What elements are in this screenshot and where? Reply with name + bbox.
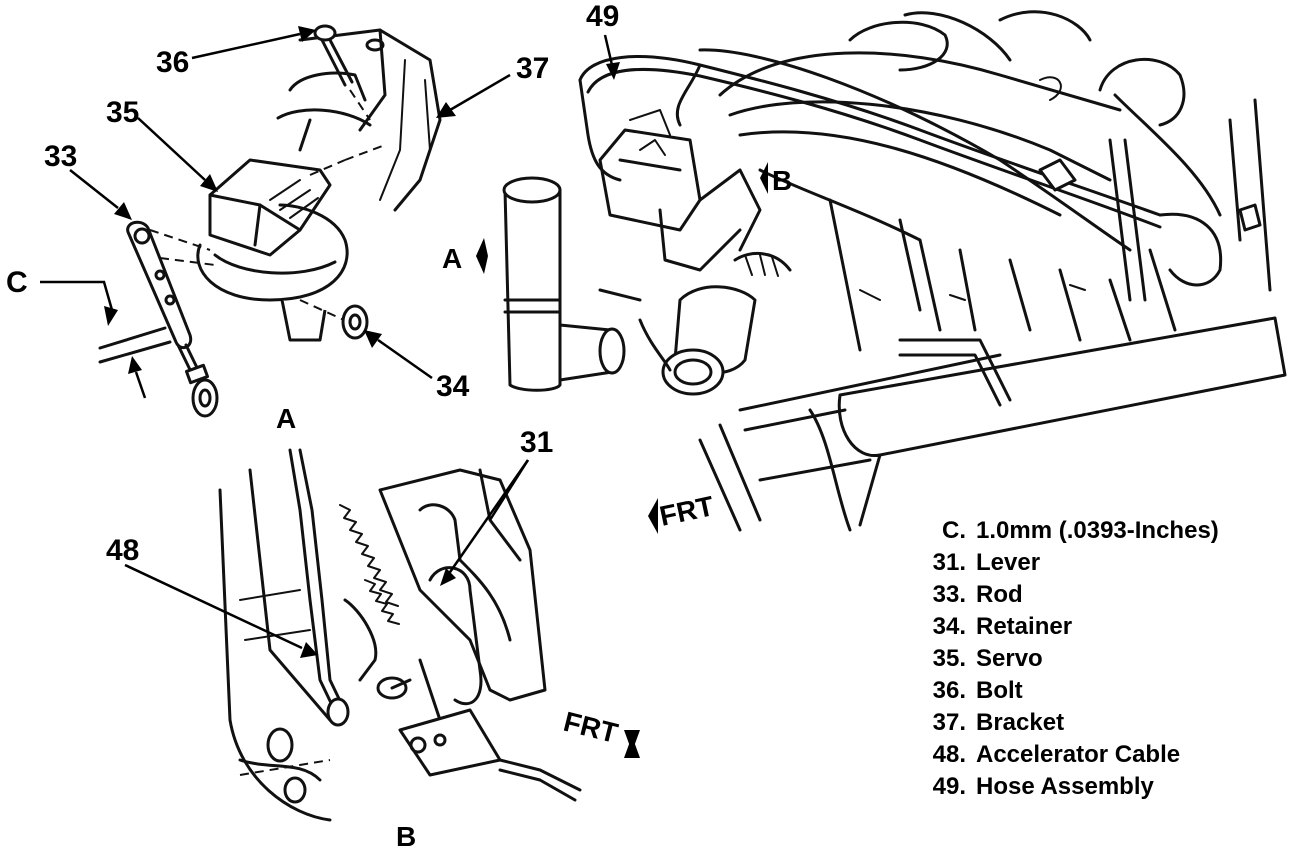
- frt-label-detail: FRT: [561, 706, 621, 749]
- callout-33: 33: [44, 140, 77, 173]
- legend-row: Lever: [976, 549, 1040, 576]
- dimension-c-arrows: [40, 280, 147, 399]
- bolt-36-drawing: [313, 24, 385, 121]
- legend-row: 1.0mm (.0393-Inches): [976, 517, 1219, 544]
- callout-49: 49: [586, 0, 619, 33]
- view-a-marker: A: [442, 243, 462, 274]
- legend-row: 36.: [933, 677, 966, 704]
- parts-legend: C. 1.0mm (.0393-Inches) 31. Lever 33. Ro…: [933, 517, 1219, 800]
- servo-35-drawing: [149, 144, 386, 342]
- legend-row: 34.: [933, 613, 966, 640]
- legend-row: Servo: [976, 645, 1043, 672]
- callout-34: 34: [436, 370, 470, 403]
- legend-row: Hose Assembly: [976, 773, 1155, 800]
- leader-lines: [69, 26, 620, 658]
- legend-row: 35.: [933, 645, 966, 672]
- view-a-title: A: [276, 403, 296, 434]
- callout-35: 35: [106, 96, 139, 129]
- legend-row: 48.: [933, 741, 966, 768]
- frt-label-main: FRT: [657, 490, 717, 532]
- engine-main-view: [476, 10, 1287, 758]
- legend-row: C.: [942, 517, 966, 544]
- bracket-37-drawing: [276, 28, 442, 212]
- view-arrows: [476, 162, 768, 758]
- view-b-arrow: [760, 162, 768, 194]
- callout-labels: 36 37 35 33 C 34 49 31 48: [6, 0, 619, 567]
- callout-31: 31: [520, 426, 553, 459]
- hose-elbows: [502, 176, 757, 396]
- hose-assembly-49-drawing: [578, 48, 1262, 287]
- callout-36: 36: [156, 46, 189, 79]
- retainer-34-drawing: [341, 304, 369, 340]
- carburetor-drawing: [598, 109, 792, 277]
- legend-row: 33.: [933, 581, 966, 608]
- rod-33-drawing: [98, 220, 219, 418]
- accelerator-cable-48-drawing: [398, 708, 582, 802]
- legend-row: Bolt: [976, 677, 1023, 704]
- legend-row: 37.: [933, 709, 966, 736]
- legend-row: 31.: [933, 549, 966, 576]
- detail-a-servo-assembly: [40, 24, 442, 418]
- view-a-arrow: [476, 238, 488, 274]
- legend-row: 49.: [933, 773, 966, 800]
- legend-row: Accelerator Cable: [976, 741, 1180, 768]
- frt-arrow-main: [648, 498, 658, 534]
- view-b-marker: B: [772, 165, 792, 196]
- legend-row: Rod: [976, 581, 1023, 608]
- callout-37: 37: [516, 52, 549, 85]
- view-b-title: B: [396, 821, 416, 850]
- legend-row: Bracket: [976, 709, 1064, 736]
- callout-48: 48: [106, 534, 139, 567]
- callout-c: C: [6, 266, 28, 299]
- legend-row: Retainer: [976, 613, 1072, 640]
